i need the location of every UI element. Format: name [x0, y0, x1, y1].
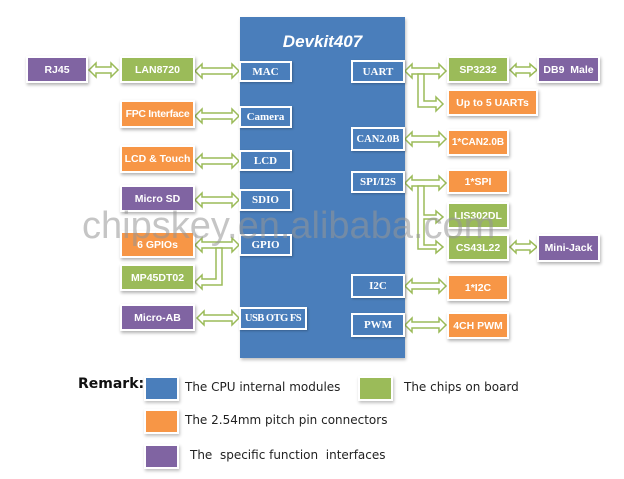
ext-lcd-touch[interactable]: LCD & Touch	[120, 145, 195, 173]
cpu-module-can[interactable]: CAN2.0B	[351, 127, 405, 151]
ext-label: 1*CAN2.0B	[451, 137, 505, 148]
ext-mini-jack[interactable]: Mini-Jack	[537, 234, 600, 262]
ext-lis302dl[interactable]: LIS302DL	[447, 202, 509, 229]
ext-label: Micro-AB	[134, 311, 181, 324]
ext-1-i2c[interactable]: 1*I2C	[447, 274, 509, 301]
arrow-uart-uarts	[417, 73, 445, 113]
legend-swatch-chips	[358, 376, 393, 401]
ext-label: 1*I2C	[464, 281, 492, 294]
ext-label: MP45DT02	[130, 271, 185, 284]
module-label: GPIO	[251, 239, 280, 251]
legend-text-cpu: The CPU internal modules	[185, 380, 341, 394]
ext-mp45dt02[interactable]: MP45DT02	[120, 264, 195, 291]
ext-label: 1*SPI	[464, 175, 492, 188]
ext-cs43l22[interactable]: CS43L22	[447, 234, 509, 261]
ext-4ch-pwm[interactable]: 4CH PWM	[447, 312, 509, 339]
module-label: I2C	[369, 280, 387, 292]
arrow-lan8720-mac	[193, 62, 241, 80]
ext-up-to-5-uarts[interactable]: Up to 5 UARTs	[447, 89, 538, 116]
arrow-rj45-lan8720	[87, 61, 120, 79]
legend-swatch-connectors	[144, 409, 179, 434]
arrow-lcd-touch-lcd	[193, 152, 241, 170]
ext-label: Up to 5 UARTs	[456, 96, 529, 109]
ext-label: DB9 Male	[543, 63, 594, 76]
legend-text-connectors: The 2.54mm pitch pin connectors	[185, 413, 388, 427]
ext-label: CS43L22	[455, 241, 501, 254]
module-label: LCD	[253, 154, 278, 167]
legend-swatch-interfaces	[144, 444, 179, 469]
ext-label: LIS302DL	[454, 209, 502, 222]
ext-sp3232[interactable]: SP3232	[447, 56, 509, 83]
ext-db9-male[interactable]: DB9 Male	[537, 56, 600, 83]
ext-micro-sd[interactable]: Micro SD	[120, 185, 195, 212]
arrow-i2c	[403, 277, 448, 295]
cpu-title: Devkit407	[282, 32, 363, 51]
ext-label: SP3232	[459, 63, 497, 76]
module-label: UART	[362, 65, 394, 78]
module-label: PWM	[363, 319, 393, 331]
cpu-module-spi-i2s[interactable]: SPI/I2S	[351, 171, 405, 193]
ext-1-can[interactable]: 1*CAN2.0B	[447, 129, 509, 156]
arrow-microsd-sdio	[193, 191, 241, 209]
cpu-module-pwm[interactable]: PWM	[351, 313, 405, 337]
module-label: CAN2.0B	[356, 133, 400, 145]
legend-label: Remark:	[78, 376, 145, 392]
cpu-module-usb-otg-fs[interactable]: USB OTG FS	[239, 307, 307, 330]
ext-label: LCD & Touch	[124, 153, 191, 165]
arrow-microab-usb	[195, 309, 241, 327]
module-label: USB OTG FS	[244, 313, 302, 324]
arrow-can	[403, 130, 448, 148]
cpu-module-lcd[interactable]: LCD	[239, 150, 292, 171]
arrow-spi	[403, 174, 448, 192]
legend-text-interfaces: The specific function interfaces	[190, 448, 386, 462]
arrow-fpc-camera	[193, 107, 241, 125]
module-label: Camera	[246, 111, 285, 123]
cpu-module-mac[interactable]: MAC	[239, 61, 292, 82]
ext-label: FPC Interface	[125, 108, 190, 120]
module-label: SPI/I2S	[359, 176, 397, 188]
ext-1-spi[interactable]: 1*SPI	[447, 169, 509, 194]
ext-lan8720[interactable]: LAN8720	[120, 56, 195, 83]
ext-label: 6 GPIOs	[137, 238, 178, 251]
arrow-spi-branch	[417, 185, 445, 255]
cpu-module-sdio[interactable]: SDIO	[239, 189, 292, 211]
ext-label: Mini-Jack	[544, 242, 593, 254]
arrow-uart-sp3232	[403, 62, 448, 80]
arrow-gpio-mp45dt02	[193, 247, 223, 291]
arrow-sp3232-db9	[508, 62, 539, 78]
cpu-module-i2c[interactable]: I2C	[351, 274, 405, 298]
ext-label: 4CH PWM	[453, 319, 503, 332]
legend-swatch-cpu	[144, 376, 179, 401]
module-label: MAC	[252, 65, 279, 78]
cpu-module-camera[interactable]: Camera	[239, 106, 292, 128]
cpu-module-uart[interactable]: UART	[351, 60, 405, 83]
module-label: SDIO	[252, 194, 279, 206]
arrow-pwm	[403, 316, 448, 334]
cpu-module-gpio[interactable]: GPIO	[239, 234, 292, 256]
ext-fpc-interface[interactable]: FPC Interface	[120, 100, 195, 128]
ext-micro-ab[interactable]: Micro-AB	[120, 304, 195, 331]
ext-6-gpios[interactable]: 6 GPIOs	[120, 231, 195, 258]
ext-label: RJ45	[44, 63, 70, 76]
ext-label: Micro SD	[134, 192, 181, 205]
arrow-cs43l22-minijack	[508, 239, 539, 255]
legend-text-chips: The chips on board	[404, 380, 519, 394]
ext-rj45[interactable]: RJ45	[26, 56, 88, 83]
ext-label: LAN8720	[135, 63, 180, 76]
